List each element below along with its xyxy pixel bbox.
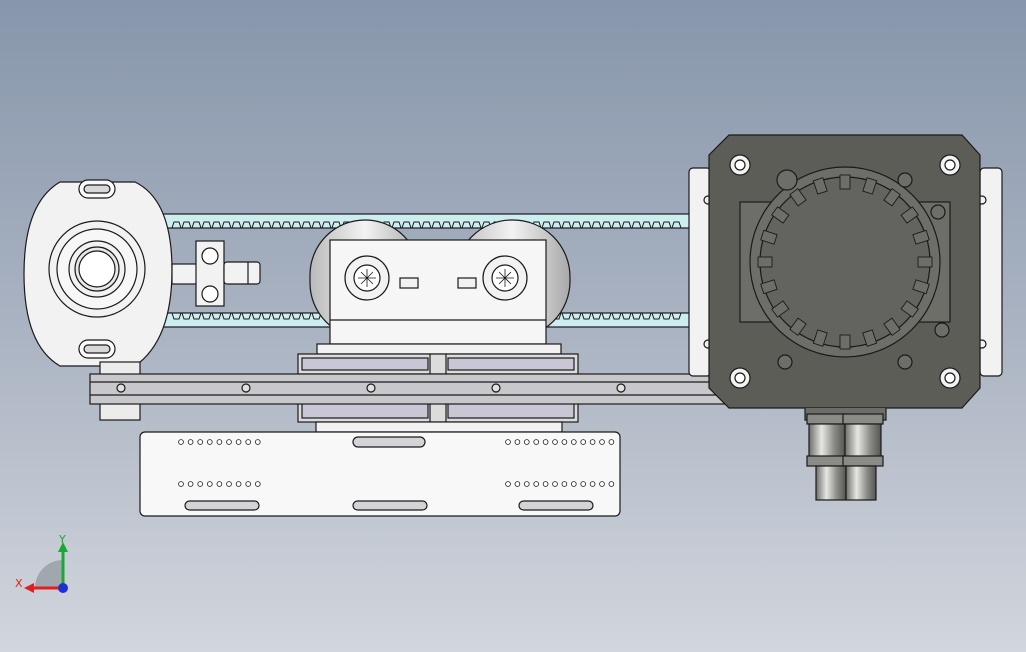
plate-hole <box>570 439 577 445</box>
motor-cooling-slot <box>917 256 933 268</box>
linear-guide-rail <box>89 373 731 405</box>
plate-hole <box>542 481 549 487</box>
plate-hole <box>197 481 204 487</box>
plate-hole <box>523 481 530 487</box>
tensioner-bracket <box>171 240 261 307</box>
plate-hole <box>542 439 549 445</box>
idler-pulley-housing <box>23 179 173 421</box>
plate-hole <box>580 481 586 487</box>
plate-hole <box>197 439 204 445</box>
motor-cooling-slot <box>812 177 828 195</box>
motor-cooling-slot <box>760 279 778 295</box>
plate-hole <box>505 439 511 445</box>
motor-cooling-slot <box>900 206 919 224</box>
plate-hole <box>561 439 568 445</box>
plate-hole <box>216 481 223 487</box>
plate-hole <box>589 439 596 445</box>
motor-cooling-slot <box>760 229 778 245</box>
plate-hole <box>561 481 568 487</box>
plate-hole <box>207 481 213 487</box>
plate-hole <box>207 439 213 445</box>
plate-hole <box>514 481 521 487</box>
motor-cooling-slot <box>771 300 790 318</box>
plate-hole <box>178 481 184 487</box>
carriage-block <box>297 239 579 433</box>
plate-hole <box>552 481 558 487</box>
motor-cooling-slot <box>757 256 773 268</box>
plate-hole <box>187 481 194 487</box>
plate-hole <box>226 439 232 445</box>
mounting-plate <box>139 431 621 517</box>
motor-cooling-slot <box>912 229 930 245</box>
motor-cooling-slot <box>839 334 851 350</box>
plate-hole <box>226 481 232 487</box>
motor-cooling-slot <box>771 206 790 224</box>
motor-cooling-slot <box>862 177 878 195</box>
motor-cooling-slot <box>883 317 901 336</box>
plate-hole <box>589 481 596 487</box>
plate-hole <box>235 481 242 487</box>
plate-hole <box>608 439 615 445</box>
plate-hole <box>599 439 605 445</box>
plate-hole <box>216 439 223 445</box>
plate-hole <box>254 481 261 487</box>
plate-hole <box>178 439 184 445</box>
plate-hole <box>533 439 539 445</box>
triad-y-label: Y <box>58 533 66 546</box>
plate-hole <box>533 481 539 487</box>
plate-hole <box>245 481 252 487</box>
plate-hole <box>235 439 242 445</box>
plate-hole <box>599 481 605 487</box>
motor-cooling-slot <box>883 188 901 207</box>
plate-hole <box>552 439 558 445</box>
motor-cooling-slot <box>789 188 807 207</box>
plate-hole <box>254 439 261 445</box>
motor-connectors <box>806 413 884 501</box>
plate-hole <box>608 481 615 487</box>
plate-hole <box>570 481 577 487</box>
servo-motor <box>708 134 981 421</box>
plate-hole <box>523 439 530 445</box>
motor-cooling-slot <box>839 174 851 190</box>
triad-x-label: X <box>15 577 23 590</box>
plate-hole <box>245 439 252 445</box>
motor-cooling-slot <box>862 329 878 347</box>
motor-cooling-slot <box>812 329 828 347</box>
motor-cooling-slot <box>789 317 807 336</box>
plate-hole <box>580 439 586 445</box>
motor-cooling-slot <box>912 279 930 295</box>
plate-hole <box>187 439 194 445</box>
motor-cooling-slot <box>900 300 919 318</box>
plate-hole <box>514 439 521 445</box>
coordinate-triad-icon: X Y <box>15 533 68 593</box>
plate-hole <box>505 481 511 487</box>
